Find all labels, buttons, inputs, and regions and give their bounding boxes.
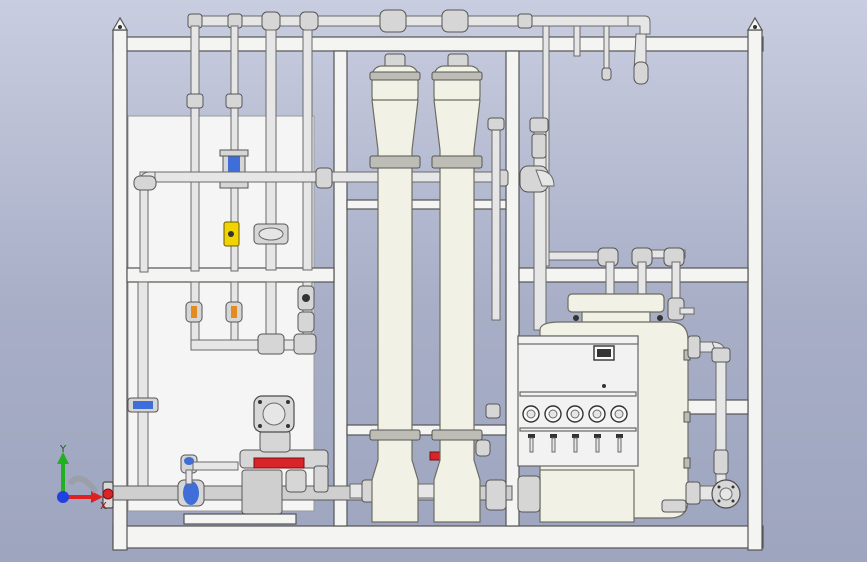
frame-post-left bbox=[112, 29, 128, 551]
left-instrument-piping bbox=[127, 25, 509, 493]
coordinate-triad: Y X bbox=[57, 444, 107, 512]
right-section bbox=[517, 117, 741, 523]
control-panel bbox=[517, 335, 639, 523]
frame-brace-mid-lower bbox=[346, 424, 507, 436]
membrane-housings bbox=[369, 53, 505, 523]
frame-brace-right-upper bbox=[518, 267, 749, 283]
manifold-pipe bbox=[192, 15, 644, 27]
frame-base bbox=[112, 525, 764, 549]
frame-brace-mid-upper bbox=[346, 199, 507, 210]
red-valve-handle bbox=[253, 457, 305, 469]
membrane-housing-2 bbox=[431, 53, 483, 523]
triad-z-axis bbox=[57, 491, 69, 503]
triad-y-label: Y bbox=[59, 444, 67, 455]
frame-post-right bbox=[747, 29, 763, 551]
frame-top-rail bbox=[112, 36, 764, 52]
membrane-housing-1 bbox=[369, 53, 421, 523]
lifting-lug-right bbox=[746, 16, 764, 31]
lifting-lug-left bbox=[111, 16, 129, 31]
pump-casing bbox=[241, 469, 283, 515]
panel-valves bbox=[528, 434, 623, 453]
frame-post-mid-right bbox=[505, 50, 520, 527]
frame-post-mid-left bbox=[333, 50, 348, 527]
triad-x-label: X bbox=[100, 501, 107, 512]
